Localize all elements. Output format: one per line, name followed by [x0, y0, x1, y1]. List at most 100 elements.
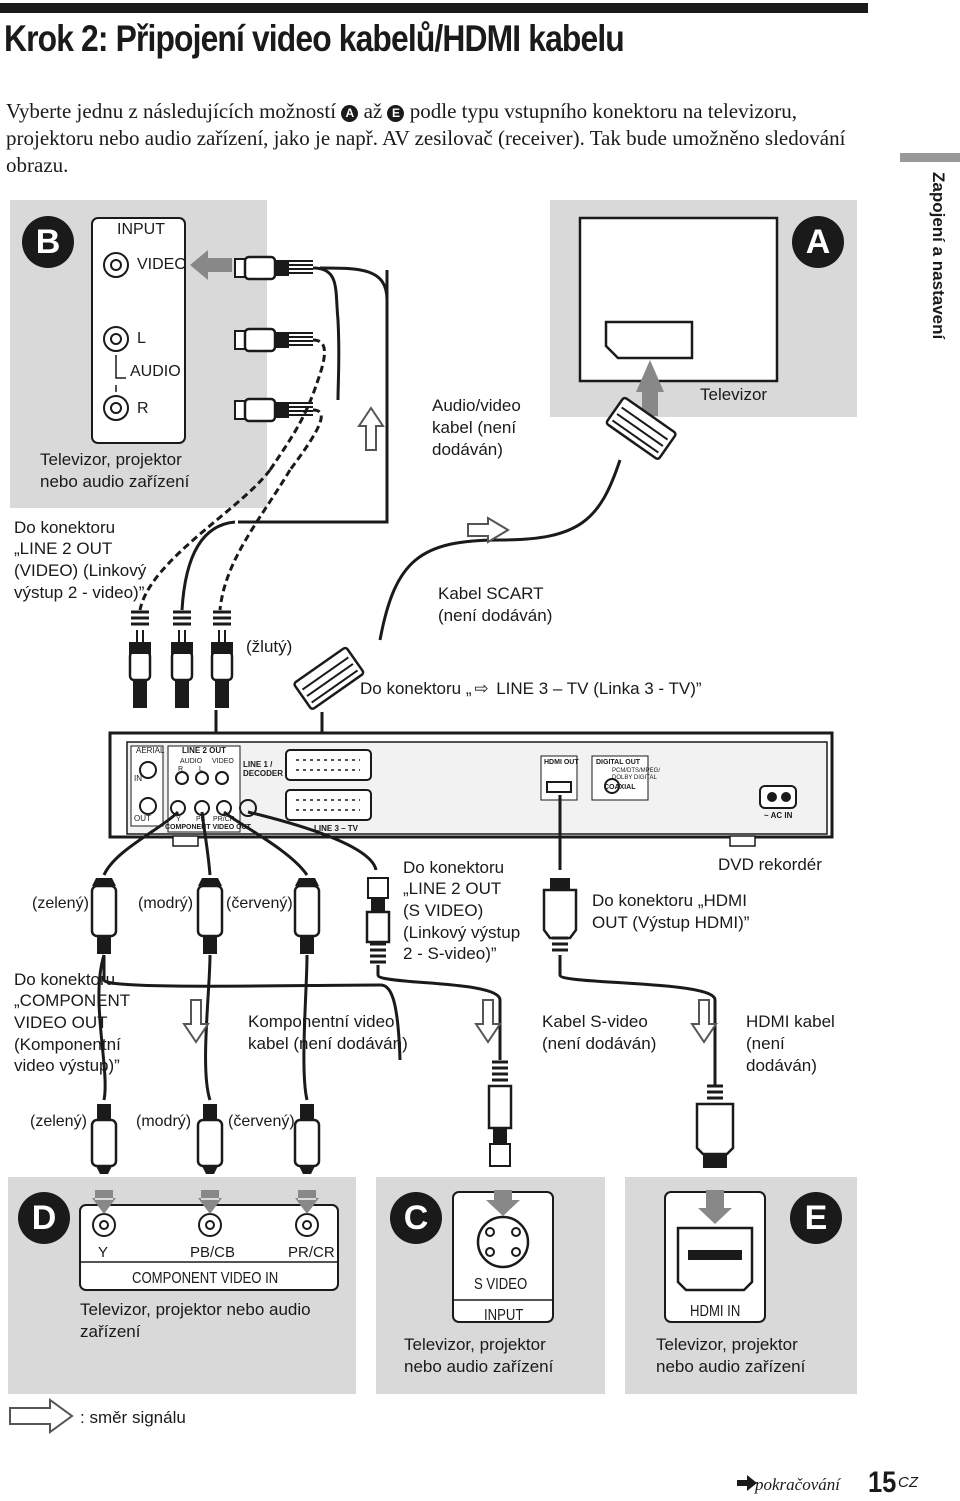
continued-label: pokračování	[735, 1475, 840, 1495]
panel-e-jack-text: HDMI IN	[690, 1303, 741, 1320]
panel-b-audio-label: AUDIO	[130, 363, 181, 380]
label-red-top: (červený)	[226, 895, 293, 912]
panel-c-header-text: INPUT	[484, 1307, 524, 1324]
rec-y: Y	[176, 816, 181, 823]
rec-digital-sub2: DOLBY DIGITAL	[612, 775, 657, 781]
panel-b-r-label: R	[137, 400, 149, 417]
svideo-conn-label-4: (Linkový výstup	[403, 923, 521, 942]
panel-e-device-1: Televizor, projektor	[656, 1335, 798, 1354]
rec-out: OUT	[134, 814, 151, 823]
panel-c-device-2: nebo audio zařízení	[404, 1357, 554, 1376]
rec-line3: LINE 3 – TV	[314, 824, 359, 833]
panel-b-video-label: VIDEO	[137, 256, 187, 273]
rec-video: VIDEO	[212, 758, 234, 765]
hdmi-conn-label-1: Do konektoru „HDMI	[592, 891, 747, 910]
panel-b-input-label: INPUT	[117, 221, 165, 238]
panel-d-pr: PR/CR	[288, 1244, 335, 1261]
svideo-conn-label-2: „LINE 2 OUT	[403, 879, 502, 898]
rec-component: COMPONENT VIDEO OUT	[165, 824, 251, 831]
panel-b-device-1: Televizor, projektor	[40, 450, 182, 469]
intro-badge-a: A	[341, 105, 359, 122]
panel-d-device-1: Televizor, projektor nebo audio	[80, 1300, 311, 1319]
label-red-bottom: (červený)	[228, 1113, 295, 1130]
intro-text-3: podle typu vstupního konektoru na televi…	[6, 99, 846, 177]
panel-e-jack: HDMI IN	[690, 1301, 751, 1323]
av-cable-label-1: Audio/video	[432, 396, 521, 415]
panel-d-jack: COMPONENT VIDEO IN	[132, 1268, 310, 1290]
side-tab-label: Zapojení a nastavení	[929, 172, 948, 340]
panel-d-device-2: zařízení	[80, 1322, 141, 1341]
rec-audio: AUDIO	[180, 758, 203, 765]
rec-aerial: AERIAL	[136, 746, 165, 755]
rec-hdmi-out: HDMI OUT	[544, 759, 579, 766]
label-blue-bottom: (modrý)	[136, 1113, 192, 1130]
label-blue-top: (modrý)	[138, 895, 194, 912]
panel-c-jack: S VIDEO	[474, 1274, 539, 1296]
rec-digital-sub1: PCM/DTS/MPEG/	[612, 768, 661, 774]
rec-pb: PB	[196, 816, 206, 823]
comp-conn-label-3: VIDEO OUT	[14, 1013, 108, 1032]
comp-conn-label-2: „COMPONENT	[14, 991, 131, 1010]
comp-conn-label-1: Do konektoru	[14, 970, 116, 989]
svideo-conn-label-5: 2 - S-video)”	[403, 944, 497, 963]
page-suffix: CZ	[898, 1474, 918, 1491]
rec-pr: PR/CR	[213, 816, 235, 823]
side-tab-bar	[900, 153, 960, 162]
svideo-conn-label-1: Do konektoru	[403, 858, 505, 877]
av-cable-label-2: kabel (není	[432, 418, 517, 437]
panel-c-header: INPUT	[484, 1305, 532, 1327]
legend-label: : směr signálu	[80, 1408, 186, 1427]
rec-in: IN	[134, 774, 142, 783]
page-number: 15	[868, 1466, 897, 1499]
line2-video-label-1: Do konektoru	[14, 518, 116, 537]
rec-decoder: DECODER	[243, 769, 284, 778]
panel-a-device: Televizor	[700, 385, 768, 404]
line3-label: Do konektoru „⇨ LINE 3 – TV (Linka 3 - T…	[360, 678, 702, 700]
hdmi-cable-label-3: dodáván)	[746, 1056, 817, 1075]
panel-e-device-2: nebo audio zařízení	[656, 1357, 806, 1376]
scart-cable-label-1: Kabel SCART	[438, 584, 544, 603]
hdmi-conn-label-2: OUT (Výstup HDMI)”	[592, 913, 750, 932]
header-rule	[0, 3, 868, 13]
scart-cable-label-2: (není dodáván)	[438, 606, 553, 625]
badge-e: E	[790, 1192, 842, 1244]
recorder-name: DVD rekordér	[718, 855, 822, 874]
rec-coaxial: COAXIAL	[604, 784, 636, 791]
continued-text: pokračování	[755, 1475, 840, 1494]
page-title: Krok 2: Připojení video kabelů/HDMI kabe…	[4, 18, 625, 59]
comp-conn-label-4: (Komponentní	[14, 1035, 121, 1054]
label-green-bottom: (zelený)	[30, 1113, 87, 1130]
panel-b-device-2: nebo audio zařízení	[40, 472, 190, 491]
line3-label-post: LINE 3 – TV (Linka 3 - TV)”	[491, 679, 702, 698]
comp-cable-label-1: Komponentní video	[248, 1012, 395, 1031]
badge-b: B	[22, 216, 74, 268]
intro-badge-e: E	[387, 105, 405, 122]
line2-video-label-4: výstup 2 - video)”	[14, 583, 145, 602]
line3-label-pre: Do konektoru „	[360, 679, 472, 698]
rec-r: R	[178, 766, 184, 773]
svideo-conn-label-3: (S VIDEO)	[403, 901, 484, 920]
badge-a: A	[792, 216, 844, 268]
label-green-top: (zelený)	[32, 895, 89, 912]
comp-cable-label-2: kabel (není dodáván)	[248, 1034, 408, 1053]
rec-line1: LINE 1 /	[243, 760, 273, 769]
panel-c-device-1: Televizor, projektor	[404, 1335, 546, 1354]
line2-video-label-2: „LINE 2 OUT	[14, 539, 113, 558]
hdmi-cable-label-2: (není	[746, 1034, 785, 1053]
panel-d-jack-text: COMPONENT VIDEO IN	[132, 1270, 279, 1287]
rec-ac-in: ~ AC IN	[764, 811, 793, 820]
rec-digital-out: DIGITAL OUT	[596, 759, 641, 766]
yellow-label: (žlutý)	[246, 637, 293, 656]
comp-conn-label-5: video výstup)”	[14, 1056, 120, 1075]
svideo-cable-label-2: (není dodáván)	[542, 1034, 657, 1053]
intro-text-1: Vyberte jednu z následujících možností	[6, 99, 337, 123]
panel-d-y: Y	[98, 1244, 109, 1261]
rec-l: L	[199, 766, 203, 773]
line2-video-label-3: (VIDEO) (Linkový	[14, 561, 147, 580]
badge-c: C	[390, 1192, 442, 1244]
intro-text-2: až	[363, 99, 383, 123]
hdmi-cable-label-1: HDMI kabel	[746, 1012, 835, 1031]
intro-paragraph: Vyberte jednu z následujících možností A…	[6, 98, 886, 179]
panel-d-pb: PB/CB	[190, 1244, 236, 1261]
